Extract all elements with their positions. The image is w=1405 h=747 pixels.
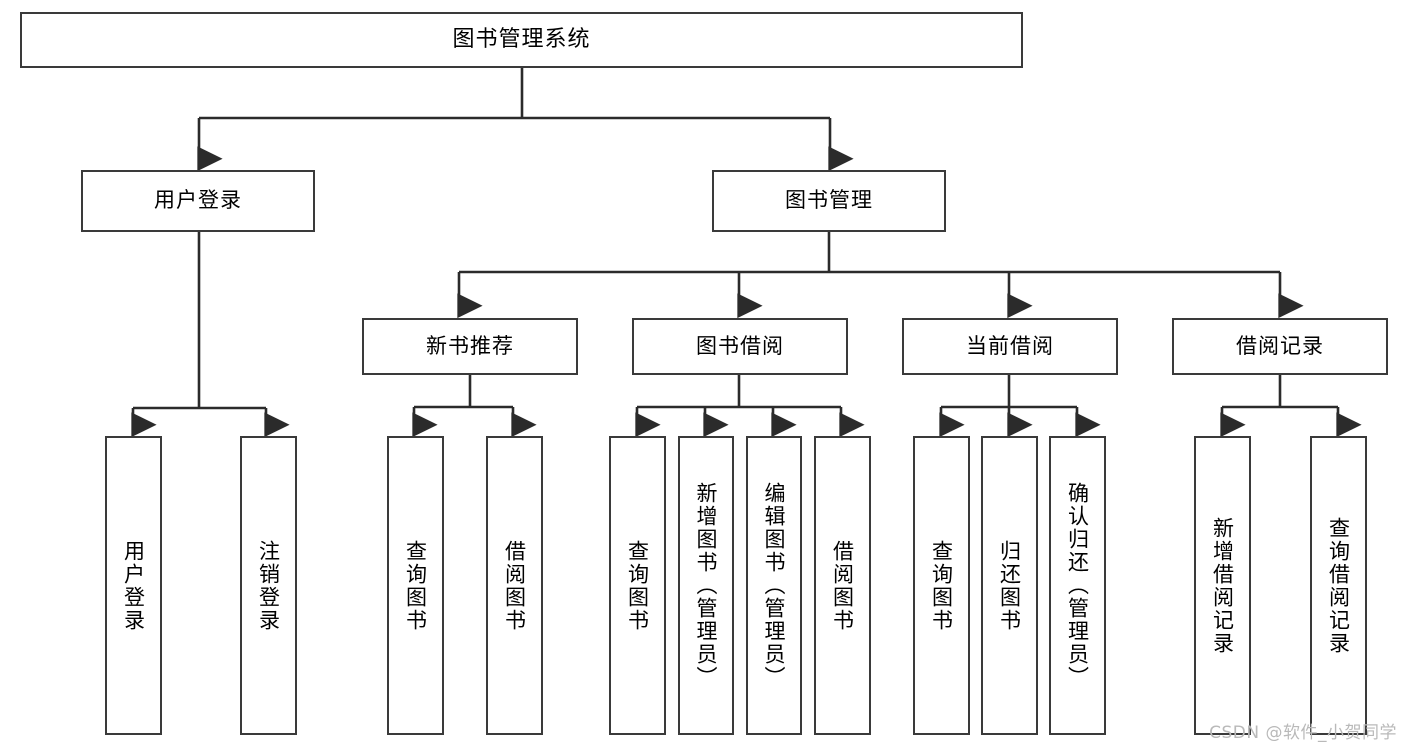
node-label: 注销登录 xyxy=(256,539,281,632)
node-label: 查询借阅记录 xyxy=(1326,516,1351,655)
node-label: 图书借阅 xyxy=(696,333,784,358)
node-label: 查询图书 xyxy=(929,539,954,632)
leaf-confirm-return-admin[interactable]: 确认归还（管理员） xyxy=(1049,436,1106,735)
node-label: 用户登录 xyxy=(154,188,242,213)
leaf-query-book-recommend[interactable]: 查询图书 xyxy=(387,436,444,735)
leaf-borrow-book[interactable]: 借阅图书 xyxy=(814,436,871,735)
node-label: 借阅记录 xyxy=(1236,333,1324,358)
node-book-borrow[interactable]: 图书借阅 xyxy=(632,318,848,375)
leaf-query-book-borrow[interactable]: 查询图书 xyxy=(609,436,666,735)
leaf-add-borrow-record[interactable]: 新增借阅记录 xyxy=(1194,436,1251,735)
node-label: 编辑图书（管理员） xyxy=(762,482,787,689)
node-label: 当前借阅 xyxy=(966,333,1054,358)
node-label: 图书管理 xyxy=(785,188,873,213)
node-label: 借阅图书 xyxy=(830,539,855,632)
node-label: 图书管理系统 xyxy=(452,26,591,52)
node-label: 新增借阅记录 xyxy=(1210,516,1235,655)
node-label: 查询图书 xyxy=(625,539,650,632)
node-book-management[interactable]: 图书管理 xyxy=(712,170,946,232)
node-user-login[interactable]: 用户登录 xyxy=(81,170,315,232)
leaf-borrow-book-recommend[interactable]: 借阅图书 xyxy=(486,436,543,735)
leaf-query-borrow-record[interactable]: 查询借阅记录 xyxy=(1310,436,1367,735)
leaf-edit-book-admin[interactable]: 编辑图书（管理员） xyxy=(746,436,802,735)
node-label: 确认归还（管理员） xyxy=(1065,482,1090,689)
leaf-add-book-admin[interactable]: 新增图书（管理员） xyxy=(678,436,734,735)
node-label: 查询图书 xyxy=(403,539,428,632)
leaf-user-login[interactable]: 用户登录 xyxy=(105,436,162,735)
node-label: 借阅图书 xyxy=(502,539,527,632)
node-borrow-record[interactable]: 借阅记录 xyxy=(1172,318,1388,375)
node-current-borrow[interactable]: 当前借阅 xyxy=(902,318,1118,375)
csdn-watermark: CSDN @软件_小贺同学 xyxy=(1209,723,1397,743)
node-label: 新书推荐 xyxy=(426,333,514,358)
node-label: 用户登录 xyxy=(121,539,146,632)
node-root-system[interactable]: 图书管理系统 xyxy=(20,12,1023,68)
node-label: 归还图书 xyxy=(997,539,1022,632)
leaf-return-book[interactable]: 归还图书 xyxy=(981,436,1038,735)
leaf-logout[interactable]: 注销登录 xyxy=(240,436,297,735)
leaf-query-book-current[interactable]: 查询图书 xyxy=(913,436,970,735)
node-new-book-recommend[interactable]: 新书推荐 xyxy=(362,318,578,375)
node-label: 新增图书（管理员） xyxy=(694,482,719,689)
